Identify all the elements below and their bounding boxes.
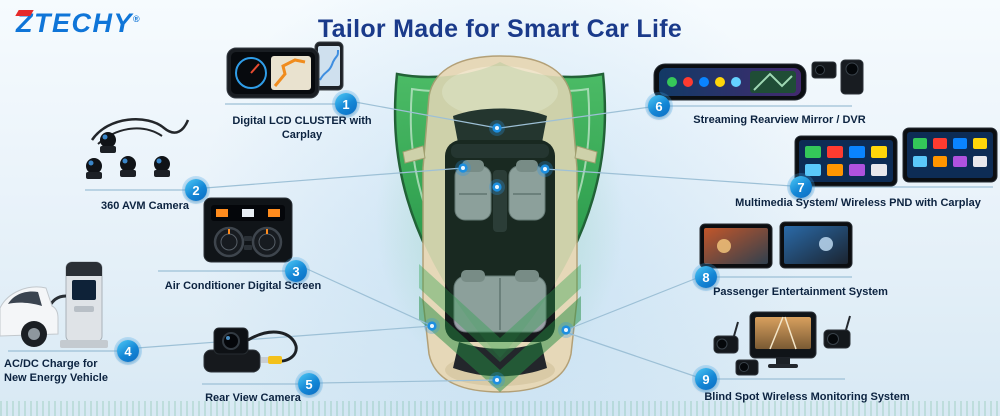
label-acdc-line2: New Energy Vehicle xyxy=(4,372,108,385)
ac-digital-screen-image xyxy=(203,197,293,263)
badge-1: 1 xyxy=(335,93,357,115)
badge-8: 8 xyxy=(695,266,717,288)
brand-logo: ZTECHY® xyxy=(15,8,142,39)
page-title: Tailor Made for Smart Car Life xyxy=(317,15,683,43)
multimedia-pnd-image xyxy=(794,127,998,187)
label-streaming-mirror-dvr: Streaming Rearview Mirror / DVR xyxy=(693,114,866,126)
label-blind-spot-monitoring: Blind Spot Wireless Monitoring System xyxy=(704,391,910,403)
car-top-view xyxy=(376,50,624,393)
shield-chevron-upper xyxy=(419,264,581,362)
rear-view-camera-image xyxy=(203,327,298,373)
blind-spot-monitor-image xyxy=(713,311,851,376)
avm-camera-image xyxy=(86,118,190,179)
label-digital-lcd-cluster: Digital LCD CLUSTER with Carplay xyxy=(232,115,372,142)
badge-2: 2 xyxy=(185,179,207,201)
digital-pattern-strip xyxy=(0,401,1000,416)
shield-tint-overlay xyxy=(395,62,605,358)
badge-5: 5 xyxy=(298,373,320,395)
badge-9: 9 xyxy=(695,368,717,390)
label-multimedia-pnd: Multimedia System/ Wireless PND with Car… xyxy=(735,197,981,209)
left-mirror xyxy=(402,145,426,164)
rearview-mirror-dvr-image xyxy=(653,59,864,101)
registered-mark: ® xyxy=(133,14,142,24)
badge-7: 7 xyxy=(790,176,812,198)
label-air-conditioner-screen: Air Conditioner Digital Screen xyxy=(164,280,322,292)
brand-logo-text: ZTECHY xyxy=(16,8,133,38)
label-rear-view-camera: Rear View Camera xyxy=(205,392,301,404)
label-acdc-line1: AC/DC Charge for xyxy=(4,358,98,370)
lcd-cluster-image xyxy=(226,41,344,99)
ev-charger-image xyxy=(0,261,108,348)
label-acdc-charge: AC/DC Charge for New Energy Vehicle xyxy=(4,357,134,386)
passenger-entertainment-image xyxy=(699,221,853,269)
label-360-avm-camera: 360 AVM Camera xyxy=(100,200,190,212)
badge-6: 6 xyxy=(648,95,670,117)
right-mirror xyxy=(574,145,598,164)
badge-3: 3 xyxy=(285,260,307,282)
label-passenger-entertainment: Passenger Entertainment System xyxy=(713,286,888,298)
badge-4: 4 xyxy=(117,340,139,362)
shield-chevron-lower xyxy=(419,296,581,392)
